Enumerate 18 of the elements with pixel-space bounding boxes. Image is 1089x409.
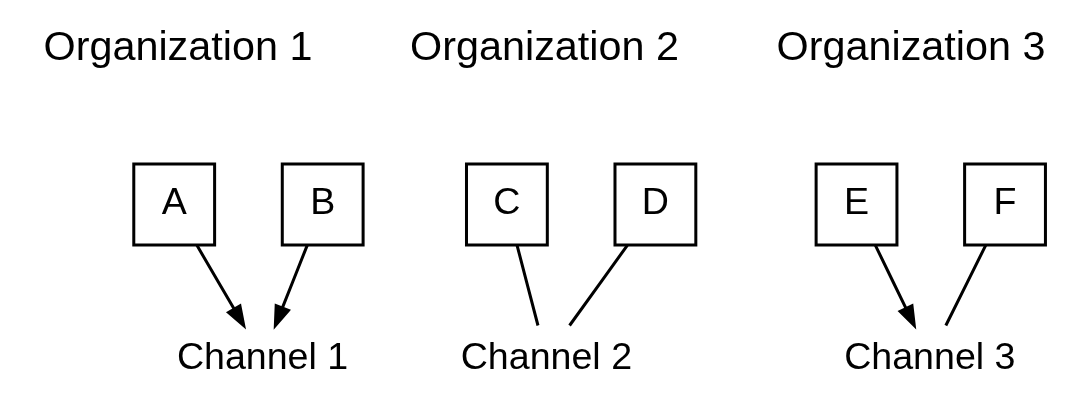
node-box: B [280, 162, 365, 247]
node-box: E [814, 162, 899, 247]
label: Organization 2 [410, 22, 679, 69]
node-text: Channel 1 [176, 334, 349, 377]
label: Organization 3 [776, 22, 1046, 69]
arrow [195, 244, 247, 330]
node-box: F [963, 162, 1047, 247]
node-box: C [465, 162, 549, 247]
label: Organization 1 [43, 22, 313, 69]
arrow [874, 244, 917, 330]
node-text: Channel 3 [844, 334, 1016, 377]
arrow [273, 244, 309, 330]
node-box: A [132, 162, 217, 247]
node-text: Channel 2 [460, 334, 633, 377]
connector [515, 244, 540, 326]
connector [944, 244, 987, 327]
connector [568, 244, 629, 327]
node-box: D [613, 162, 698, 247]
